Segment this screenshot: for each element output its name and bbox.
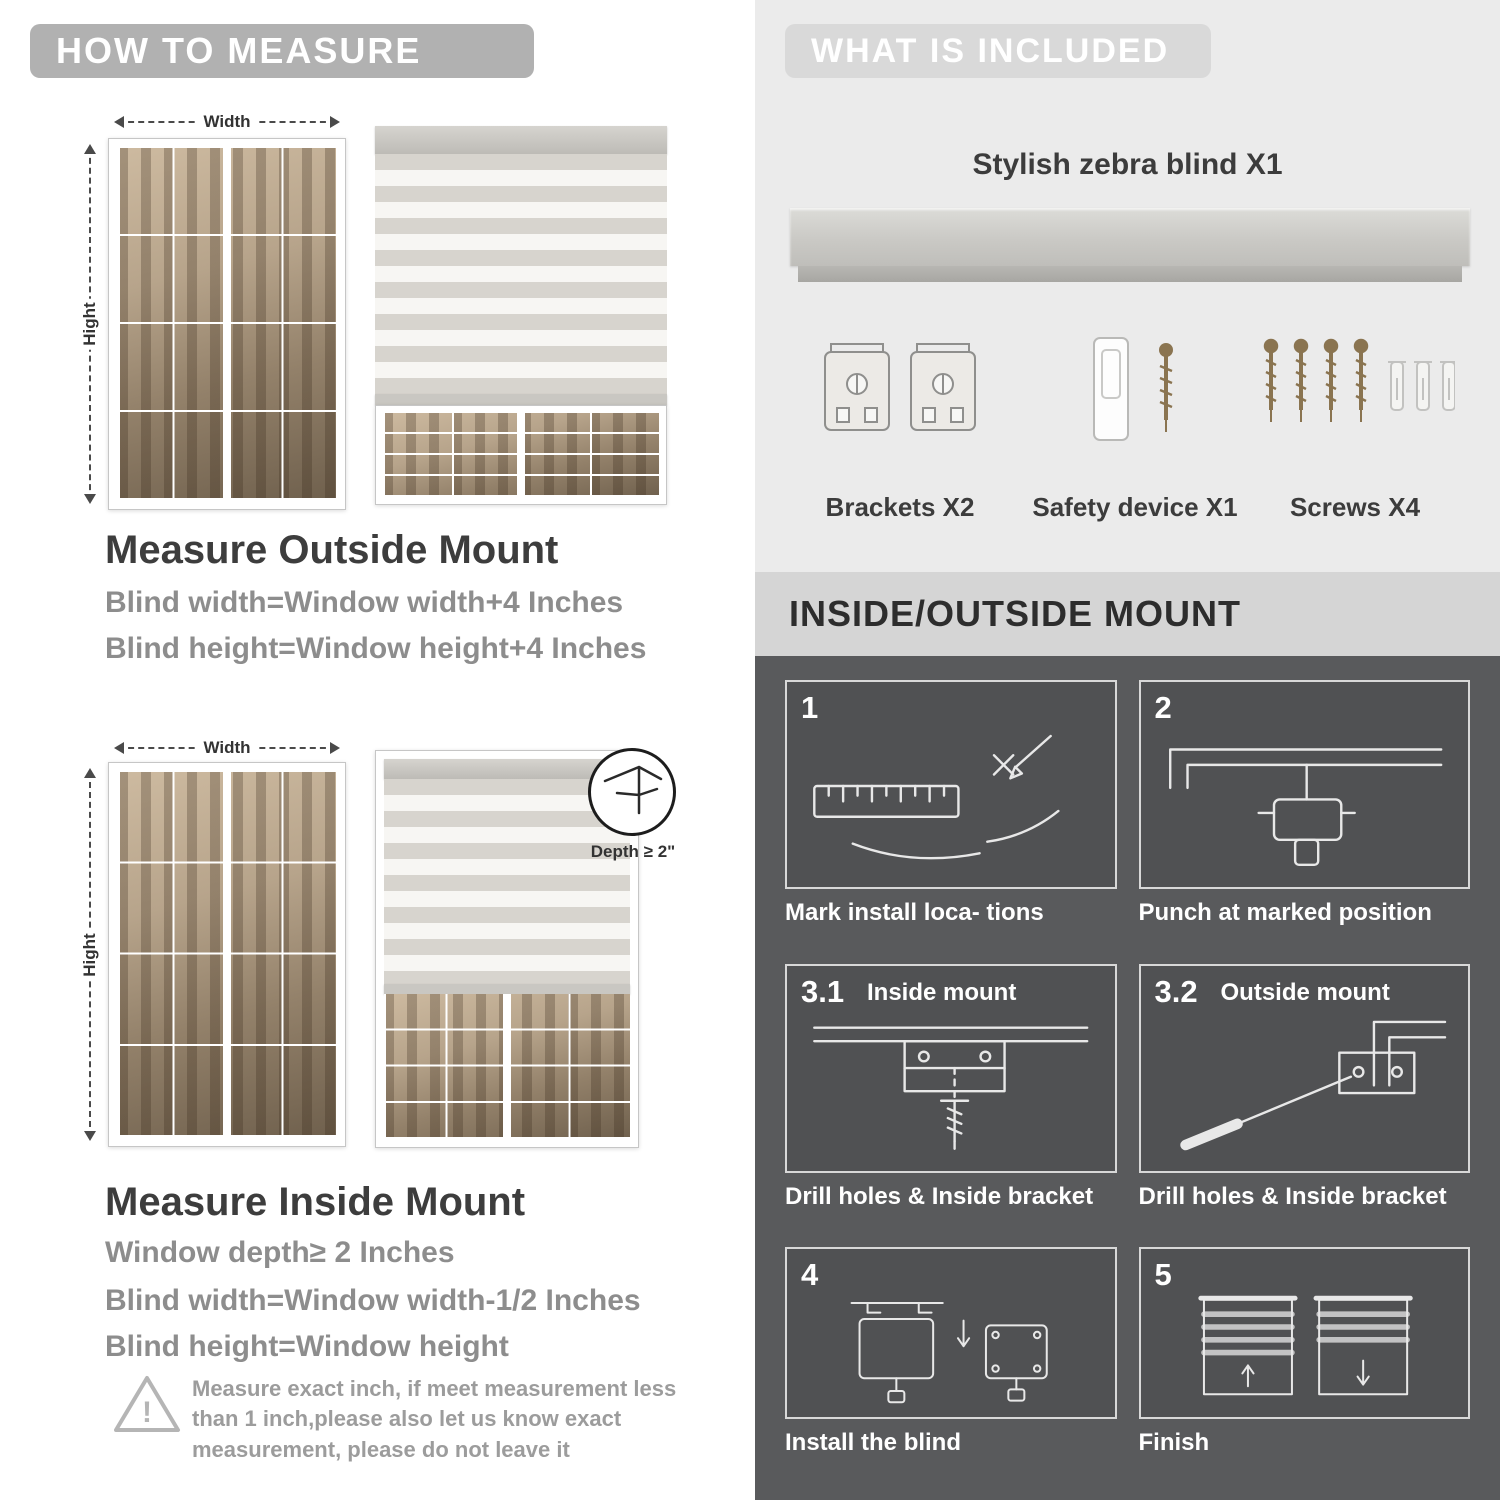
inside-mount-line-2: Blind width=Window width-1/2 Inches: [105, 1284, 641, 1317]
step-caption: Punch at marked position: [1138, 899, 1432, 926]
zebra-blind-rail-illustration: [790, 208, 1470, 282]
outside-mount-heading: Measure Outside Mount: [105, 528, 559, 572]
window-glass: [383, 413, 659, 497]
width-label: Width: [195, 738, 259, 758]
step-5-panel: 5: [1138, 1247, 1470, 1420]
mount-step: 5 Finish: [1138, 1247, 1470, 1476]
step-caption: Drill holes & Inside bracket: [1138, 1182, 1447, 1210]
step-3-1-illustration: [813, 1026, 1089, 1150]
outside-mount-line-2: Blind height=Window height+4 Inches: [105, 632, 647, 665]
step-2-panel: 2: [1138, 680, 1470, 889]
mount-step: 3.2 Outside mount Drill holes & Inside b…: [1138, 963, 1470, 1230]
height-arrow-inside: Hight: [74, 762, 106, 1147]
blind-zebra-fabric: [384, 779, 630, 984]
step-caption: Finish: [1138, 1429, 1210, 1457]
mount-step: 4 Install the blind: [785, 1247, 1117, 1476]
warning-exclamation: !: [142, 1396, 152, 1429]
zebra-blind-label: Stylish zebra blind X1: [972, 148, 1283, 181]
window-illustration-outside: [108, 138, 346, 510]
step-number: 1: [801, 690, 819, 725]
measurement-note: Measure exact inch, if meet measurement …: [192, 1376, 677, 1462]
window-glass: [118, 148, 336, 500]
screws-item: [1255, 330, 1455, 450]
how-to-measure-banner: HOW TO MEASURE: [30, 24, 534, 78]
step-3-2-illustration: [1179, 1020, 1446, 1150]
blind-headrail: [375, 126, 667, 154]
step-1-illustration: [813, 734, 1060, 860]
step-number: 3.2: [1154, 973, 1198, 1009]
mount-section-title: INSIDE/OUTSIDE MOUNT: [789, 593, 1242, 634]
inside-mount-heading: Measure Inside Mount: [105, 1180, 526, 1224]
rail-face: [790, 208, 1470, 266]
inside-mount-line-3: Blind height=Window height: [105, 1330, 509, 1363]
window-illustration-inside: [108, 762, 346, 1147]
window-sliver: [375, 405, 667, 505]
corner-detail-icon: [603, 765, 663, 815]
step-number: 3.1: [801, 973, 845, 1009]
what-is-included-panel: [755, 0, 1500, 572]
screws-label: Screws X4: [1289, 492, 1421, 522]
height-label: Hight: [74, 298, 106, 350]
brackets-label: Brackets X2: [825, 492, 975, 522]
blind-bottomrail: [384, 984, 630, 994]
height-label: Hight: [74, 928, 106, 981]
step-sublabel: Outside mount: [1220, 978, 1390, 1006]
step-5-illustration: [1197, 1296, 1413, 1396]
step-3-1-panel: 3.1 Inside mount: [785, 963, 1117, 1173]
step-caption: Install the blind: [785, 1429, 962, 1457]
width-label: Width: [195, 112, 259, 132]
safety-device-label: Safety device X1: [1032, 492, 1238, 522]
step-number: 4: [801, 1257, 819, 1293]
step-1-panel: 1: [785, 680, 1117, 889]
zebra-blind-illustration-outside: [375, 126, 667, 505]
brackets-icon: [824, 343, 976, 431]
outside-mount-line-1: Blind width=Window width+4 Inches: [105, 586, 624, 619]
blind-zebra-fabric: [375, 154, 667, 394]
inside-mount-line-1: Window depth≥ 2 Inches: [105, 1236, 455, 1269]
what-is-included-title: WHAT IS INCLUDED: [811, 31, 1170, 70]
step-3-2-panel: 3.2 Outside mount: [1138, 963, 1470, 1173]
depth-callout: [588, 748, 676, 836]
safety-device-item: [1040, 330, 1230, 450]
what-is-included-banner: WHAT IS INCLUDED: [785, 24, 1211, 78]
brackets-item: [805, 330, 995, 450]
screws-icon: [1263, 338, 1455, 422]
window-glass: [384, 994, 630, 1139]
zebra-blind-illustration-inside: [375, 750, 639, 1148]
rail-lip: [798, 266, 1462, 282]
height-arrow-outside: Hight: [74, 138, 106, 510]
step-4-illustration: [850, 1302, 1048, 1404]
step-2-illustration: [1168, 748, 1442, 867]
blind-bottomrail: [375, 394, 667, 405]
mount-section-header: INSIDE/OUTSIDE MOUNT: [755, 572, 1500, 656]
step-4-panel: 4: [785, 1247, 1117, 1420]
safety-device-icon: [1093, 337, 1173, 441]
step-sublabel: Inside mount: [867, 978, 1017, 1006]
width-arrow-outside: Width: [108, 112, 346, 132]
warning-icon: !: [114, 1376, 180, 1432]
step-caption: Mark install loca- tions: [785, 899, 1044, 926]
width-arrow-inside: Width: [108, 738, 346, 758]
blind-headrail: [384, 759, 630, 779]
mount-step: 3.1 Inside mount Drill holes & Inside br…: [785, 963, 1117, 1230]
depth-label: Depth ≥ 2": [590, 842, 676, 861]
step-caption: Drill holes & Inside bracket: [785, 1182, 1094, 1210]
step-number: 5: [1154, 1257, 1172, 1293]
window-glass: [118, 772, 336, 1137]
mount-steps-grid: 1 Mark install loca- tions 2 Pun: [755, 656, 1500, 1500]
step-number: 2: [1154, 690, 1172, 725]
mount-step: 1 Mark install loca- tions: [785, 680, 1117, 946]
how-to-measure-title: HOW TO MEASURE: [56, 30, 422, 71]
mount-step: 2 Punch at marked position: [1138, 680, 1470, 946]
